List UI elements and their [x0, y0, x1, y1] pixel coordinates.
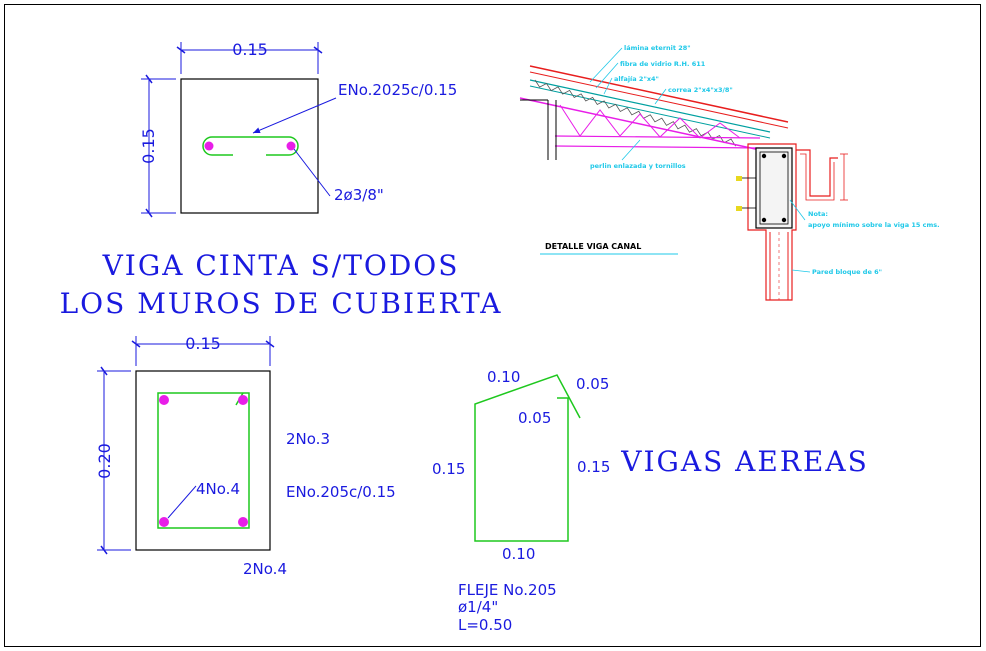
- fleje-hook-inner-label: 0.05: [518, 409, 551, 427]
- note-perlin: perlin enlazada y tornillos: [590, 162, 686, 170]
- roof-sheet: [529, 65, 789, 123]
- note-pared: Pared bloque de 6": [812, 268, 882, 276]
- fleje-left-label: 0.15: [432, 460, 465, 478]
- fleje-top-label: 0.10: [487, 368, 520, 386]
- rebar-dot: [159, 517, 169, 527]
- viga-cinta-width-label: 0.15: [232, 40, 268, 59]
- viga-aerea-outline: [135, 370, 271, 551]
- fleje-right-label: 0.15: [577, 458, 610, 476]
- viga-cinta-title-line1: VIGA CINTA S/TODOS: [102, 249, 460, 282]
- drawing-frame: [4, 4, 981, 647]
- rebar-dot: [238, 395, 248, 405]
- viga-cinta-height-label: 0.15: [139, 128, 158, 164]
- viga-cinta-bar-label: 2ø3/8": [334, 186, 384, 204]
- note-nota: Nota:: [808, 210, 828, 218]
- detalle-viga-canal: lámina eternit 28" fibra de vidrio R.H. …: [519, 44, 940, 301]
- rebar-dot: [238, 517, 248, 527]
- viga-aerea-section: 0.15 0.20 4No.4 2No.3 ENo.205c/0.15 2No.…: [95, 334, 396, 578]
- fleje-spec-line3: L=0.50: [458, 616, 512, 634]
- rebar-dot: [286, 141, 296, 151]
- viga-aerea-bottom-bars-label: 2No.4: [243, 560, 287, 578]
- canal-beam: [755, 147, 793, 229]
- rebar-dot: [204, 141, 214, 151]
- fleje-bottom-label: 0.10: [502, 545, 535, 563]
- vigas-aereas-title: VIGAS AEREAS: [620, 445, 869, 478]
- viga-cinta-section: 0.15 0.15 ENo.2025c/0.15 2ø3/8": [139, 40, 457, 218]
- fleje-shape: [474, 374, 581, 542]
- viga-aerea-stirrup-label: ENo.205c/0.15: [286, 483, 396, 501]
- viga-cinta-title-line2: LOS MUROS DE CUBIERTA: [60, 287, 503, 320]
- note-fibra: fibra de vidrio R.H. 611: [620, 60, 706, 68]
- detalle-title: DETALLE VIGA CANAL: [545, 242, 641, 251]
- viga-cinta-stirrup: [202, 136, 299, 156]
- fleje-diagram: 0.10 0.05 0.05 0.15 0.15 0.10 FLEJE No.2…: [432, 368, 610, 634]
- note-apoyo: apoyo mínimo sobre la viga 15 cms.: [808, 221, 940, 229]
- viga-cinta-stirrup-label: ENo.2025c/0.15: [338, 81, 457, 99]
- viga-aerea-stirrup: [157, 392, 250, 529]
- viga-aerea-height-label: 0.20: [95, 443, 114, 479]
- note-alfajia: alfajía 2"x4": [614, 75, 659, 83]
- fleje-spec-line2: ø1/4": [458, 598, 498, 616]
- note-correa: correa 2"x4"x3/8": [668, 86, 733, 94]
- viga-aerea-width-label: 0.15: [185, 334, 221, 353]
- fleje-hook-label: 0.05: [576, 375, 609, 393]
- rebar-dot: [159, 395, 169, 405]
- purlin-top-chord: [519, 97, 761, 151]
- fleje-spec-line1: FLEJE No.205: [458, 581, 557, 599]
- viga-cinta-outline: [180, 78, 319, 214]
- viga-aerea-top-bars-label: 2No.3: [286, 430, 330, 448]
- note-lamina: lámina eternit 28": [624, 44, 691, 52]
- viga-aerea-inner-bars-label: 4No.4: [196, 480, 240, 498]
